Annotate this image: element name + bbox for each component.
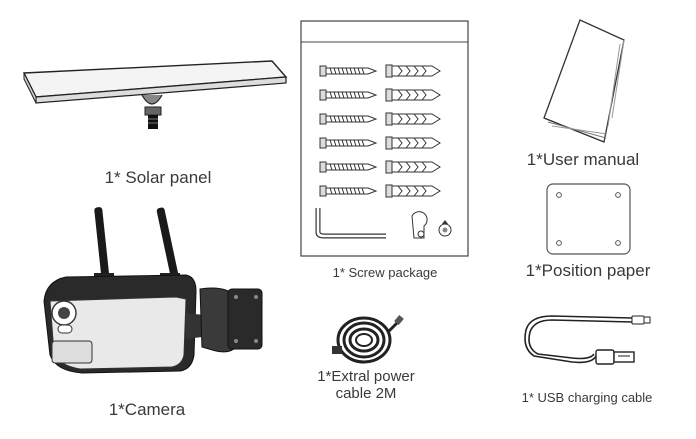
camera-icon [43, 207, 263, 374]
camera-label: 1*Camera [108, 400, 186, 419]
screw-package-icon [300, 20, 469, 257]
usb-cable-icon [524, 315, 651, 365]
power-cable-label-line2: cable 2M [335, 385, 397, 402]
usb-cable-label: 1* USB charging cable [521, 390, 653, 405]
power-cable-icon [332, 315, 404, 364]
power-cable-label-line1: 1*Extral power [317, 368, 415, 385]
solar-panel-icon [22, 60, 288, 129]
position-paper-icon [546, 183, 631, 255]
user-manual-label: 1*User manual [526, 150, 640, 169]
screw-package-label: 1* Screw package [332, 265, 438, 280]
user-manual-icon [543, 19, 625, 143]
position-paper-label: 1*Position paper [525, 261, 651, 280]
solar-panel-label: 1* Solar panel [104, 168, 212, 187]
